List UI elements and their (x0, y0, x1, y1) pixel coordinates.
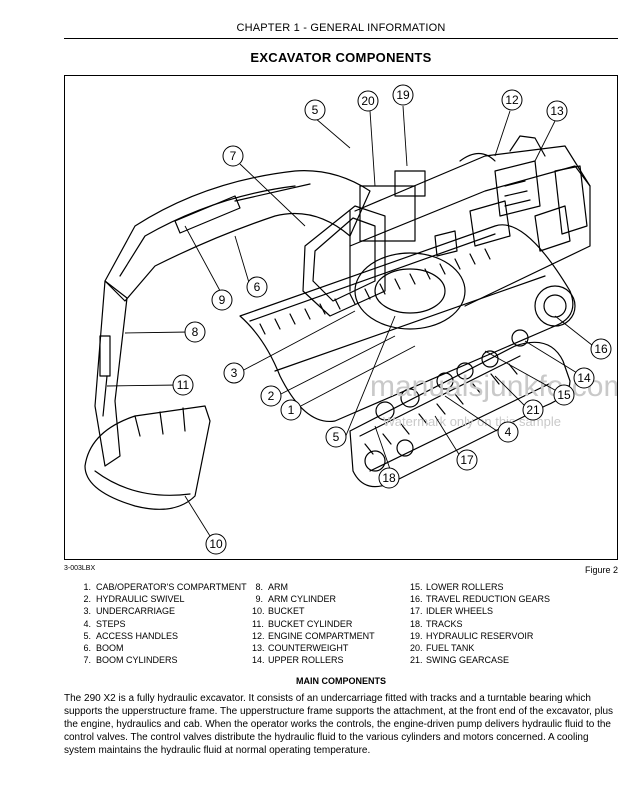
section-title: EXCAVATOR COMPONENTS (250, 50, 432, 65)
callout-8: 8 (184, 321, 206, 343)
boom-drawing (104, 170, 371, 302)
svg-text:2: 2 (268, 389, 275, 403)
callout-2: 2 (260, 385, 282, 407)
svg-text:11: 11 (177, 378, 190, 392)
svg-text:10: 10 (209, 537, 223, 551)
svg-text:9: 9 (219, 293, 226, 307)
legend-item: 11.BUCKET CYLINDER (252, 618, 353, 629)
callout-6: 6 (246, 276, 268, 298)
figure-label: Figure 2 (584, 565, 618, 575)
legend-item: 18.TRACKS (410, 618, 463, 629)
front-track-drawing (349, 329, 571, 488)
callout-11: 11 (172, 374, 194, 396)
svg-text:15: 15 (557, 388, 571, 402)
legend-item: 5.ACCESS HANDLES (83, 630, 179, 641)
legend-item: 9.ARM CYLINDER (255, 594, 337, 605)
svg-text:8: 8 (192, 325, 199, 339)
legend-item: 13.COUNTERWEIGHT (252, 642, 349, 653)
svg-text:4: 4 (505, 425, 512, 439)
legend-item: 7.BOOM CYLINDERS (83, 655, 178, 666)
legend-item: 1.CAB/OPERATOR'S COMPARTMENT (83, 582, 247, 592)
legend-item: 12.ENGINE COMPARTMENT (252, 630, 375, 641)
callout-20: 20 (357, 90, 379, 112)
legend-item: 3.UNDERCARRIAGE (83, 606, 176, 617)
callout-3: 3 (223, 362, 245, 384)
svg-text:5: 5 (333, 430, 340, 444)
svg-text:12: 12 (505, 93, 519, 107)
svg-text:5: 5 (312, 103, 319, 117)
svg-text:13: 13 (550, 104, 564, 118)
callout-13: 13 (546, 100, 568, 122)
callout-15: 15 (553, 384, 575, 406)
upperstructure-drawing (349, 135, 591, 330)
main-components-paragraph: The 290 X2 is a fully hydraulic excavato… (64, 693, 614, 756)
svg-text:16: 16 (594, 342, 608, 356)
watermark-sub: Watermark only on this sample (383, 414, 561, 429)
svg-text:6: 6 (254, 280, 261, 294)
legend-item: 4.STEPS (83, 618, 126, 629)
bucket-drawing (84, 405, 211, 510)
legend-item: 8.ARM (255, 582, 288, 592)
main-components-heading: MAIN COMPONENTS (296, 676, 386, 686)
components-legend: 1.CAB/OPERATOR'S COMPARTMENT 2.HYDRAULIC… (80, 581, 620, 669)
svg-text:14: 14 (577, 371, 591, 385)
legend-item: 17.IDLER WHEELS (410, 606, 494, 617)
legend-column-2: 8.ARM 9.ARM CYLINDER 10.BUCKET 11.BUCKET… (252, 581, 375, 666)
callouts: 5 20 19 12 13 7 6 9 8 11 3 2 1 5 18 17 4… (172, 84, 612, 555)
legend-item: 21.SWING GEARCASE (410, 655, 510, 666)
legend-item: 20.FUEL TANK (410, 642, 475, 653)
callout-21: 21 (522, 399, 544, 421)
svg-text:1: 1 (288, 403, 295, 417)
cab-drawing (302, 205, 386, 317)
callout-12: 12 (501, 89, 523, 111)
excavator-line-drawing: manualsjunkfo.com Watermark only on this… (84, 84, 617, 555)
arm-drawing (94, 280, 128, 467)
svg-text:7: 7 (230, 149, 237, 163)
legend-item: 15.LOWER ROLLERS (410, 582, 504, 592)
svg-text:17: 17 (460, 453, 474, 467)
chapter-header: CHAPTER 1 - GENERAL INFORMATION (236, 22, 446, 34)
legend-item: 16.TRAVEL REDUCTION GEARS (410, 594, 551, 605)
svg-text:3: 3 (231, 366, 238, 380)
legend-column-1: 1.CAB/OPERATOR'S COMPARTMENT 2.HYDRAULIC… (80, 581, 247, 666)
callout-17: 17 (456, 449, 478, 471)
callout-1: 1 (280, 399, 302, 421)
callout-19: 19 (392, 84, 414, 106)
legend-item: 14.UPPER ROLLERS (252, 655, 344, 666)
legend-column-3: 15.LOWER ROLLERS 16.TRAVEL REDUCTION GEA… (410, 581, 550, 666)
excavator-figure: manualsjunkfo.com Watermark only on this… (64, 75, 618, 560)
svg-text:20: 20 (361, 94, 375, 108)
figure-code: 3-003LBX (64, 565, 96, 572)
callout-9: 9 (211, 289, 233, 311)
svg-text:21: 21 (526, 403, 540, 417)
callout-7: 7 (222, 145, 244, 167)
legend-item: 6.BOOM (83, 642, 124, 653)
callout-10: 10 (205, 533, 227, 555)
header-divider (64, 38, 618, 39)
callout-4: 4 (497, 421, 519, 443)
callout-14: 14 (573, 367, 595, 389)
svg-text:19: 19 (396, 88, 410, 102)
callout-5-top: 5 (304, 99, 326, 121)
legend-item: 10.BUCKET (252, 606, 305, 617)
callout-18: 18 (378, 467, 400, 489)
rear-track-drawing (239, 224, 576, 423)
callout-16: 16 (590, 338, 612, 360)
legend-item: 2.HYDRAULIC SWIVEL (83, 594, 185, 605)
callout-5-bottom: 5 (325, 426, 347, 448)
legend-item: 19.HYDRAULIC RESERVOIR (410, 630, 534, 641)
svg-text:18: 18 (382, 471, 396, 485)
